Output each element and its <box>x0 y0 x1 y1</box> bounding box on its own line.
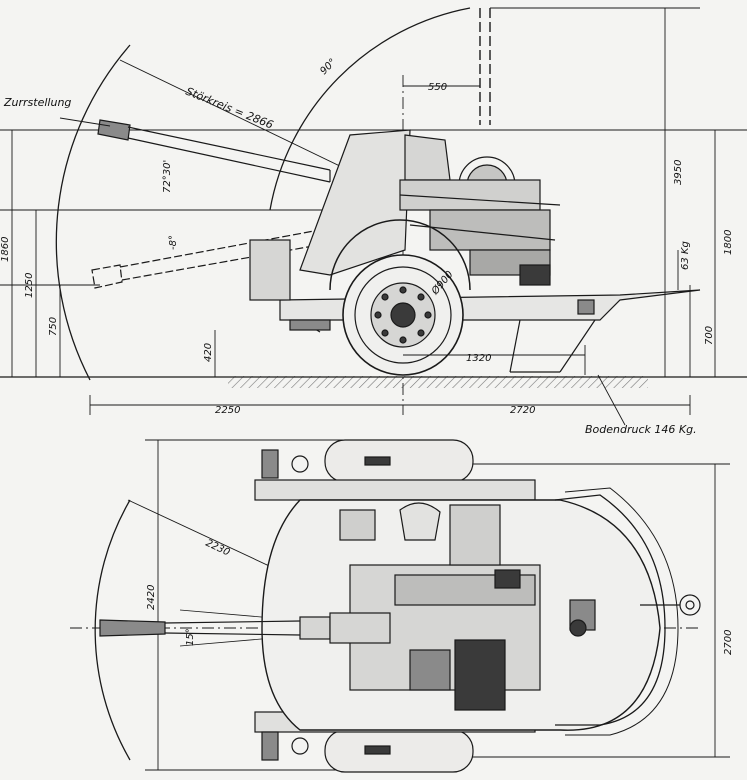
barrel-top <box>99 612 391 644</box>
angle-lower-label: -8° <box>168 235 179 250</box>
ground-hatch <box>228 376 648 388</box>
dim-2250: 2250 <box>215 405 240 416</box>
dim-550: 550 <box>428 82 447 93</box>
breech-mechanism <box>399 179 561 286</box>
angle-15-label: 15° <box>185 628 196 646</box>
traverse-arc <box>94 499 131 761</box>
wheel-top-upper <box>324 439 474 483</box>
label-stoerkreis: Störkreis = 2866 <box>184 85 275 132</box>
dim-750: 750 <box>48 317 59 336</box>
angle-upper-label: 72°30' <box>162 160 173 193</box>
dim-2720: 2720 <box>510 405 535 416</box>
axle-end-lower <box>261 731 309 761</box>
axle-end-upper <box>261 449 309 479</box>
wheel-side <box>342 254 464 376</box>
gun-block-top <box>339 502 596 711</box>
dim-420: 420 <box>203 343 214 362</box>
side-view: Zurrstellung Störkreis = 2866 90° 72°30'… <box>0 7 747 436</box>
top-view: 2230 2420 2700 15° <box>70 439 734 773</box>
barrel-travel <box>97 119 331 183</box>
dim-2230: 2230 <box>204 538 232 559</box>
weight-note: 63 Kg <box>680 241 691 270</box>
elevation-arc <box>269 7 471 211</box>
dim-700: 700 <box>704 326 715 345</box>
angle-90-label: 90° <box>318 57 338 77</box>
trail-loop <box>554 494 666 726</box>
label-bodendruck: Bodendruck 146 Kg. <box>585 423 697 436</box>
dim-1860: 1860 <box>0 237 11 262</box>
dim-1250: 1250 <box>24 273 35 298</box>
towing-eye <box>640 594 701 616</box>
dim-3950: 3950 <box>673 160 684 185</box>
dim-1800: 1800 <box>723 230 734 255</box>
dim-2420: 2420 <box>146 585 157 610</box>
barrel-depressed <box>91 227 331 289</box>
wheel-top-lower <box>324 729 474 773</box>
wheel-fender <box>329 219 471 291</box>
stoerkreis-arc <box>55 44 131 381</box>
dim-1320: 1320 <box>466 353 491 364</box>
dim-2700: 2700 <box>723 630 734 655</box>
label-zurrstellung: Zurrstellung <box>3 96 71 109</box>
